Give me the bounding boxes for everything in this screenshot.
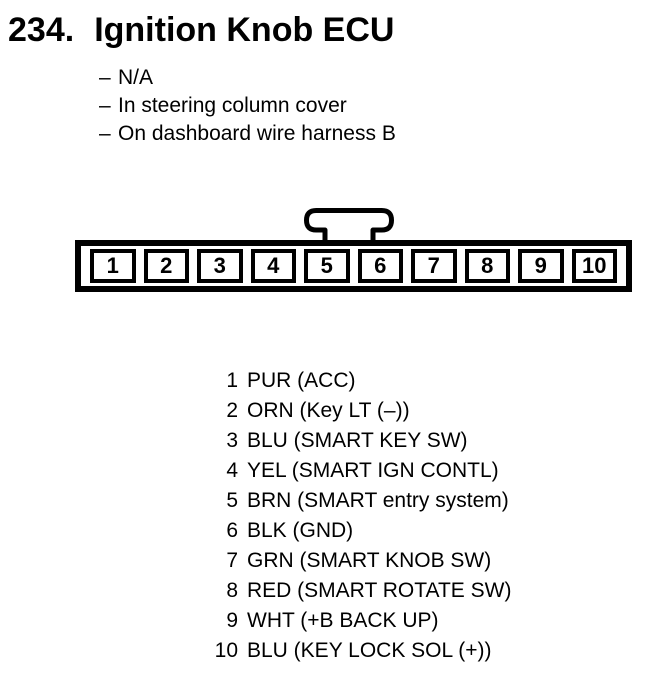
pinout-pin-number: 7: [226, 549, 238, 572]
note-dash: –: [99, 122, 111, 145]
pinout-pin-number: 1: [226, 369, 238, 392]
pinout-pin-description: RED (SMART ROTATE SW): [247, 579, 512, 602]
pinout-pin-number: 2: [226, 399, 238, 422]
connector-pin-cell: 9: [518, 249, 564, 283]
pinout-pin-number: 8: [226, 579, 238, 602]
section-title: Ignition Knob ECU: [94, 11, 395, 49]
note-dash: –: [99, 66, 111, 89]
pinout-row: 9 WHT (+B BACK UP): [200, 606, 511, 636]
pinout-pin-description: ORN (Key LT (–)): [247, 399, 410, 422]
note-text: N/A: [118, 66, 154, 89]
pinout-list: 1 PUR (ACC) 2 ORN (Key LT (–)) 3 BLU (SM…: [200, 366, 512, 666]
pinout-row: 10 BLU (KEY LOCK SOL (+)): [200, 636, 511, 666]
connector-pin-cell: 6: [357, 249, 403, 283]
pinout-row: 2 ORN (Key LT (–)): [200, 396, 511, 426]
pinout-pin-description: BLU (KEY LOCK SOL (+)): [247, 639, 492, 662]
pinout-pin-number: 3: [226, 429, 238, 452]
pinout-pin-number: 9: [226, 609, 238, 632]
connector-body: 1 2 3 4 5 6 7 8 9 10: [75, 240, 632, 292]
note-item: – N/A: [99, 64, 396, 92]
pinout-row: 8 RED (SMART ROTATE SW): [200, 576, 511, 606]
note-item: – On dashboard wire harness B: [99, 120, 396, 148]
pinout-pin-description: BLU (SMART KEY SW): [247, 429, 468, 452]
note-item: – In steering column cover: [99, 92, 396, 120]
pinout-pin-description: WHT (+B BACK UP): [247, 609, 439, 632]
connector-diagram: 1 2 3 4 5 6 7 8 9 10: [75, 208, 632, 292]
note-dash: –: [99, 94, 111, 117]
connector-pin-cell: 8: [464, 249, 510, 283]
pinout-pin-number: 10: [214, 639, 238, 662]
note-text: On dashboard wire harness B: [118, 122, 396, 145]
pinout-row: 6 BLK (GND): [200, 516, 511, 546]
connector-pin-cell: 2: [143, 249, 189, 283]
pinout-pin-description: PUR (ACC): [247, 369, 356, 392]
pinout-row: 3 BLU (SMART KEY SW): [200, 426, 511, 456]
pinout-pin-number: 4: [226, 459, 238, 482]
connector-pin-cell: 7: [411, 249, 457, 283]
note-text: In steering column cover: [118, 94, 347, 117]
pinout-pin-description: BRN (SMART entry system): [247, 489, 509, 512]
connector-pin-cell: 3: [197, 249, 243, 283]
pinout-pin-description: GRN (SMART KNOB SW): [247, 549, 492, 572]
connector-pin-cell: 5: [304, 249, 350, 283]
pinout-pin-description: BLK (GND): [247, 519, 354, 542]
pinout-row: 5 BRN (SMART entry system): [200, 486, 511, 516]
section-number: 234.: [8, 11, 75, 49]
pinout-pin-description: YEL (SMART IGN CONTL): [247, 459, 499, 482]
pinout-row: 4 YEL (SMART IGN CONTL): [200, 456, 511, 486]
pinout-row: 7 GRN (SMART KNOB SW): [200, 546, 511, 576]
pinout-pin-number: 5: [226, 489, 238, 512]
pinout-pin-number: 6: [226, 519, 238, 542]
connector-latch-icon: [304, 208, 394, 242]
connector-pin-cell: 4: [250, 249, 296, 283]
notes-list: – N/A – In steering column cover – On da…: [99, 64, 396, 148]
pinout-row: 1 PUR (ACC): [200, 366, 511, 396]
connector-pin-cell: 1: [90, 249, 136, 283]
page-title: 234. Ignition Knob ECU: [8, 13, 394, 47]
connector-pin-cell: 10: [571, 249, 617, 283]
